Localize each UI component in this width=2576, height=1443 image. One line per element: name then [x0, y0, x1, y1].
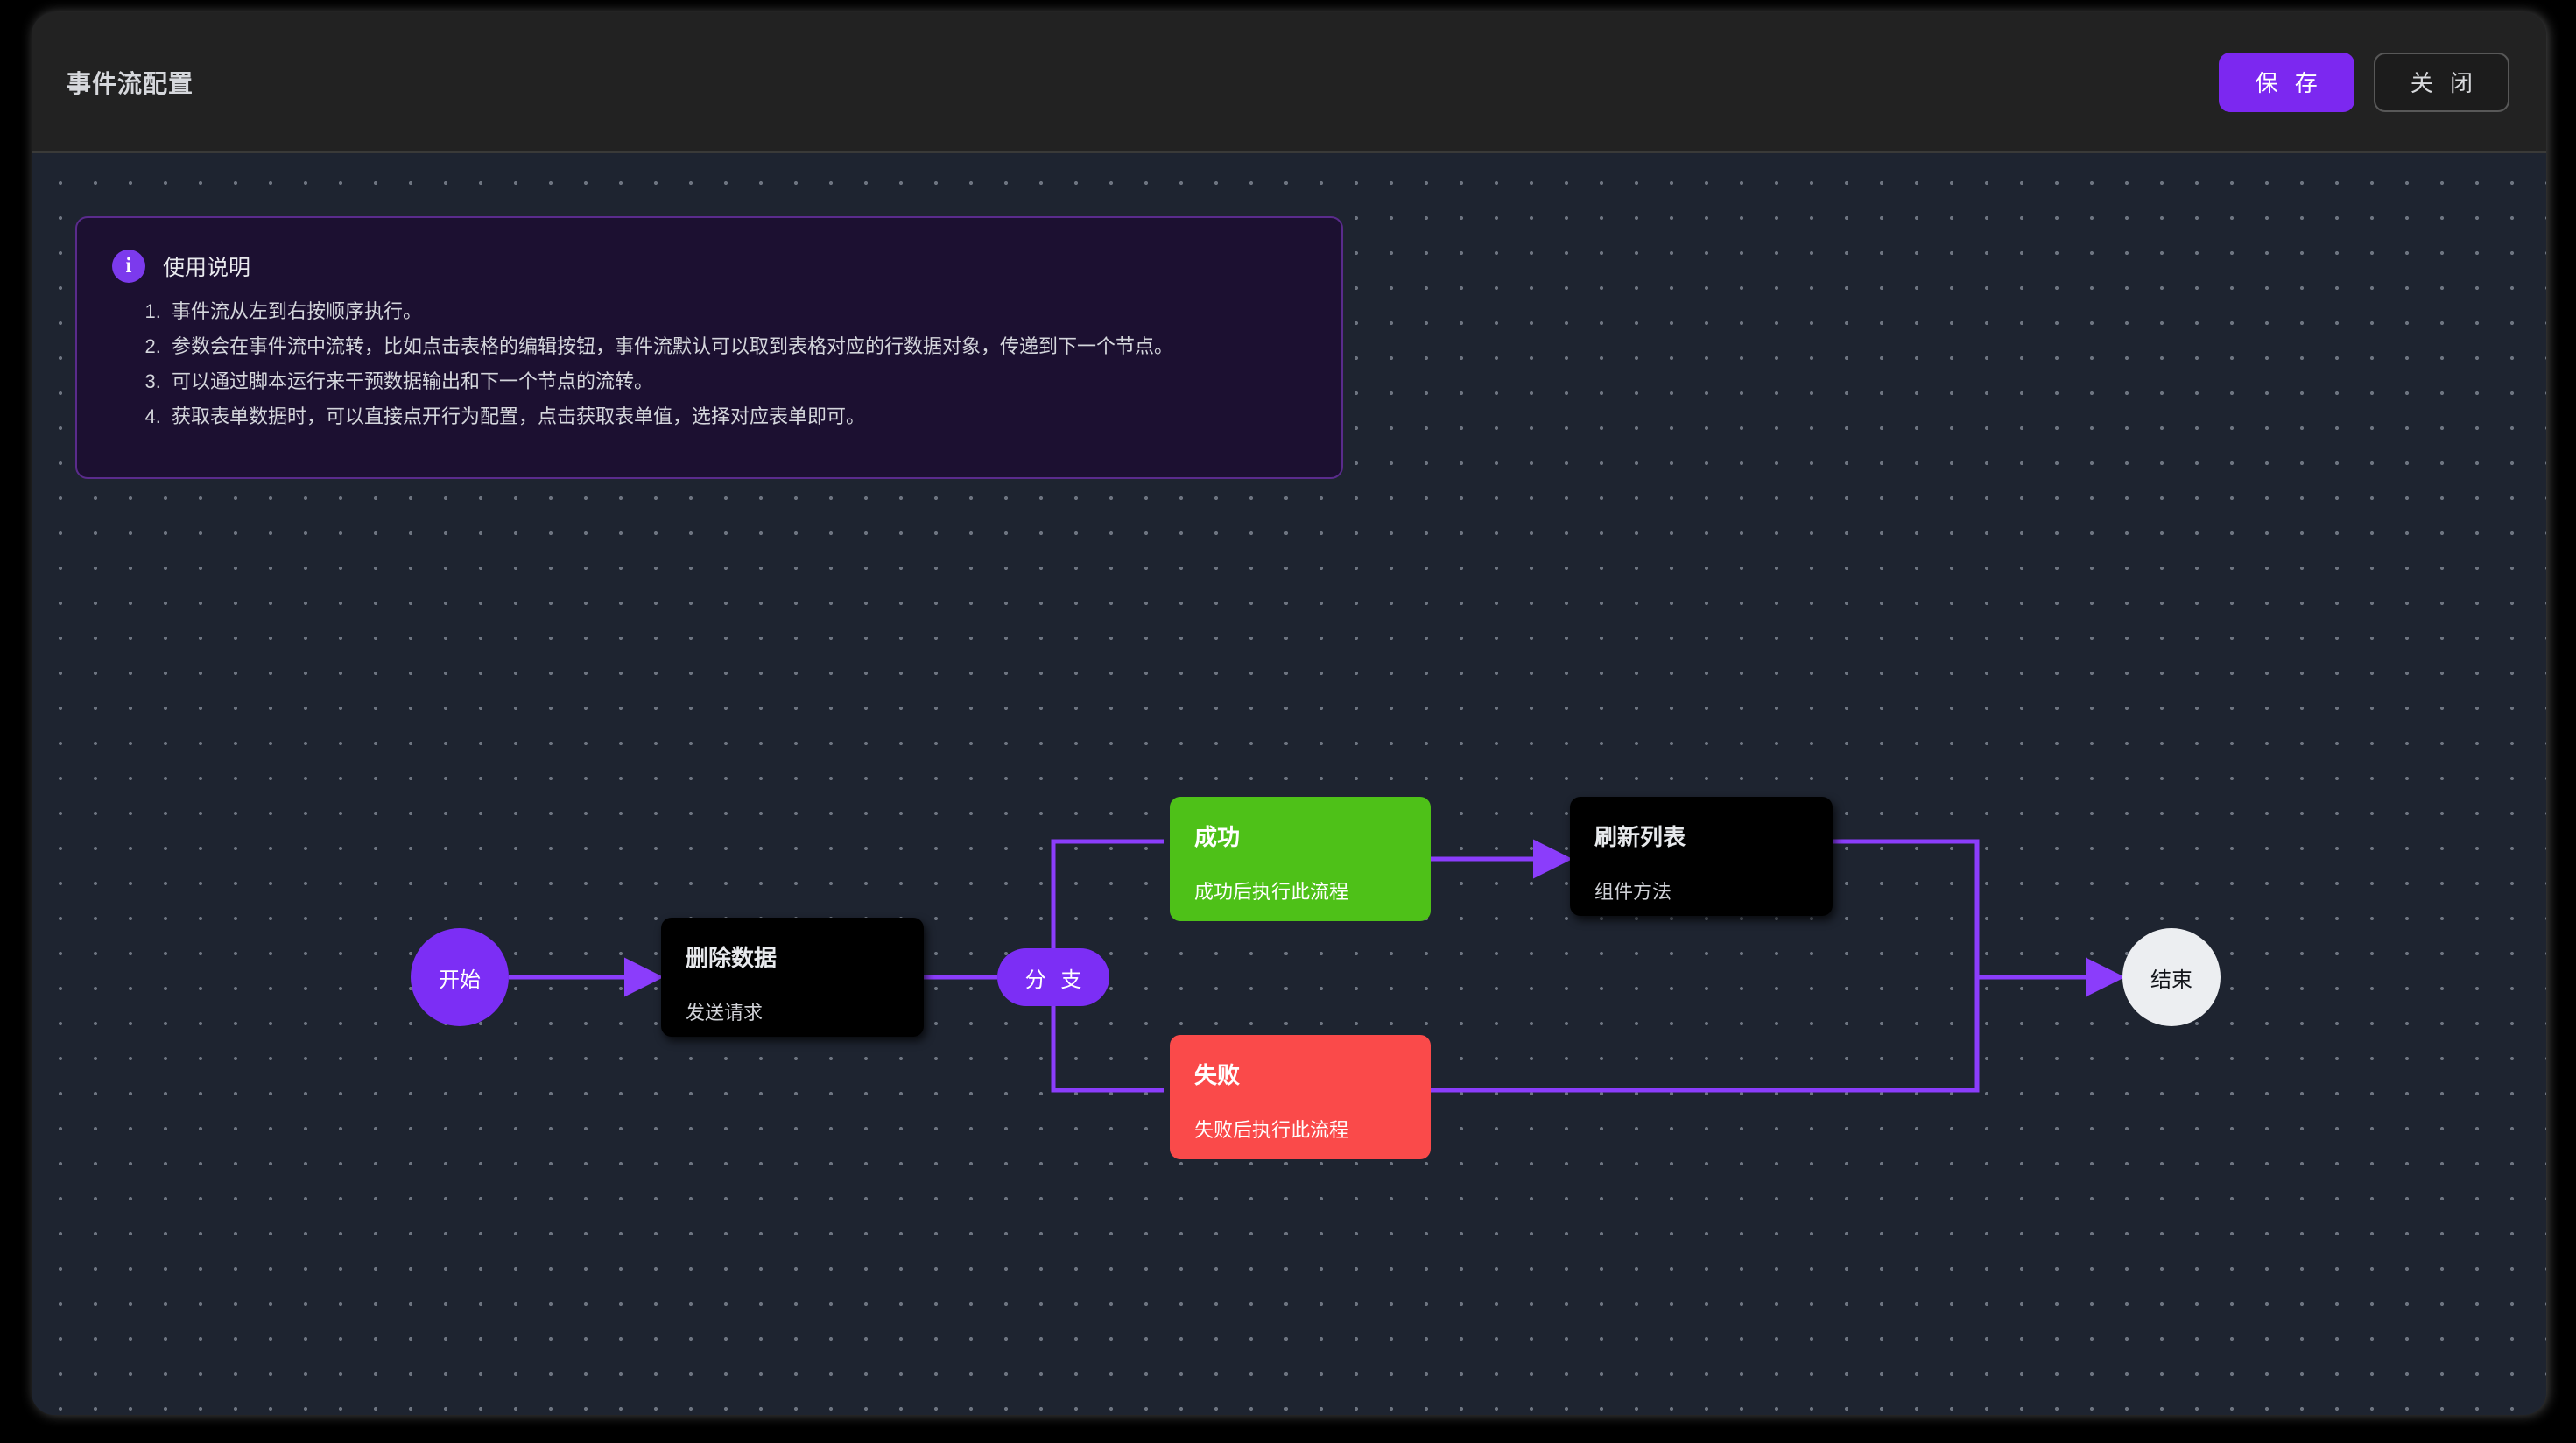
edge-branch-to-success: [1051, 839, 1164, 948]
info-icon: i: [112, 250, 145, 283]
list-item: 参数会在事件流中流转，比如点击表格的编辑按钮，事件流默认可以取到表格对应的行数据…: [166, 337, 1306, 356]
node-title: 删除数据: [686, 945, 778, 971]
node-refresh-list[interactable]: 刷新列表 组件方法: [1570, 797, 1833, 916]
node-subtitle: 失败后执行此流程: [1194, 1119, 1349, 1141]
page-title: 事件流配置: [67, 69, 194, 97]
save-button[interactable]: 保 存: [2218, 52, 2354, 112]
close-button[interactable]: 关 闭: [2373, 52, 2509, 112]
node-subtitle: 成功后执行此流程: [1194, 881, 1349, 903]
info-panel-list: 事件流从左到右按顺序执行。 参数会在事件流中流转，比如点击表格的编辑按钮，事件流…: [166, 302, 1306, 426]
node-end[interactable]: 结束: [2122, 928, 2221, 1026]
node-subtitle: 组件方法: [1594, 881, 1672, 903]
usage-instructions-panel: i 使用说明 事件流从左到右按顺序执行。 参数会在事件流中流转，比如点击表格的编…: [75, 216, 1343, 479]
event-flow-dialog: 事件流配置 保 存 关 闭 i 使用说明 事件流从左到右按顺序执行。 参数会在事…: [32, 12, 2546, 1415]
dialog-header: 事件流配置 保 存 关 闭: [32, 12, 2546, 153]
header-actions: 保 存 关 闭: [2218, 52, 2509, 112]
node-title: 刷新列表: [1594, 824, 1686, 850]
node-title: 成功: [1194, 824, 1241, 850]
node-title: 失败: [1194, 1062, 1241, 1088]
info-panel-title: 使用说明: [163, 256, 251, 280]
node-success[interactable]: 成功 成功后执行此流程: [1170, 797, 1431, 921]
edge-refresh-to-end: [1833, 839, 2125, 997]
flow-canvas[interactable]: i 使用说明 事件流从左到右按顺序执行。 参数会在事件流中流转，比如点击表格的编…: [32, 153, 2546, 1415]
edge-failure-to-end: [1431, 977, 1980, 1093]
list-item: 获取表单数据时，可以直接点开行为配置，点击获取表单值，选择对应表单即可。: [166, 407, 1306, 426]
flow-edges: [509, 839, 2125, 1093]
node-branch[interactable]: 分 支: [997, 948, 1109, 1006]
list-item: 事件流从左到右按顺序执行。: [166, 302, 1306, 321]
edge-branch-to-failure: [1051, 1006, 1164, 1093]
node-start[interactable]: 开始: [411, 928, 509, 1026]
flow-graph: 开始 删除数据 发送请求 分 支 成功 成功后执行此流程 失败 失败后执行此流程…: [32, 153, 2546, 1415]
node-subtitle: 发送请求: [686, 1002, 764, 1024]
list-item: 可以通过脚本运行来干预数据输出和下一个节点的流转。: [166, 372, 1306, 391]
node-failure[interactable]: 失败 失败后执行此流程: [1170, 1035, 1431, 1159]
info-panel-header: i 使用说明: [112, 250, 1306, 283]
node-delete-data[interactable]: 删除数据 发送请求: [661, 918, 924, 1037]
